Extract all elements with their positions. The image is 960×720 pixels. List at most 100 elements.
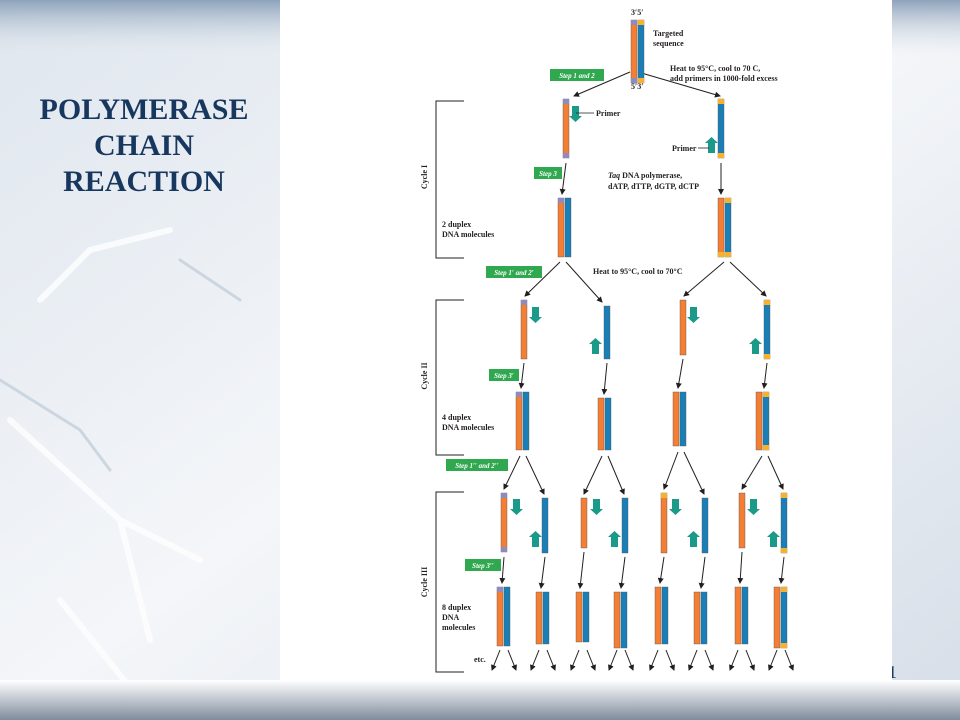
orange-strand [717, 197, 725, 258]
primer-label-right: Primer [672, 144, 697, 153]
primer-segment [781, 587, 787, 592]
targeted-sequence-label: sequence [653, 39, 684, 48]
flow-arrow [570, 649, 580, 671]
orange-strand [773, 586, 781, 649]
taq-label: Taq DNA polymerase, [608, 171, 682, 180]
orange-strand [738, 492, 746, 549]
blue-strand [763, 299, 771, 360]
flow-arrow [729, 649, 739, 671]
primer-segment [764, 354, 770, 359]
flow-arrow [507, 649, 517, 671]
flow-arrow [525, 455, 545, 495]
flow-arrow [618, 556, 626, 589]
primer-label-left: Primer [596, 109, 621, 118]
blue-strand [780, 586, 788, 649]
orange-strand [613, 591, 621, 649]
blue-strand [717, 98, 725, 159]
primer-segment [781, 643, 787, 648]
primer-segment [763, 445, 769, 450]
primer-segment [563, 99, 569, 104]
orange-strand [575, 591, 583, 643]
orange-strand [496, 586, 504, 647]
orange-strand [557, 197, 565, 258]
flow-arrow [761, 362, 768, 389]
primer-segment [631, 78, 637, 83]
duplex-8-label: molecules [442, 623, 475, 632]
primer-segment [718, 99, 724, 104]
orange-strand [580, 497, 588, 549]
flow-arrow [607, 455, 625, 495]
step-label: Step 1′ and 2′ [494, 269, 534, 277]
orange-strand [654, 586, 662, 645]
primer-arrow-down-icon [510, 499, 523, 515]
flow-arrow [573, 71, 631, 97]
primer-arrow-down-icon [569, 106, 582, 122]
blue-strand [503, 586, 511, 647]
blue-strand [621, 497, 629, 554]
primer-segment [763, 392, 769, 397]
flow-arrow [688, 649, 698, 671]
flow-arrow [524, 261, 561, 297]
step-label-box [446, 459, 508, 471]
primer-segment [501, 493, 507, 498]
cycle-bracket [435, 491, 464, 673]
orange-strand [562, 98, 570, 159]
flow-arrow [767, 455, 784, 490]
primer-segment [497, 587, 503, 592]
orange-strand [679, 299, 687, 356]
flow-arrow [559, 162, 567, 195]
flow-arrow [683, 261, 725, 297]
cycle-label: Cycle I [420, 165, 429, 189]
flow-arrow [698, 556, 706, 589]
orange-strand [535, 591, 543, 645]
duplex-2-label: 2 duplex [442, 220, 471, 229]
primer-arrow-up-icon [687, 531, 700, 547]
nucleotides-label: dATP, dTTP, dGTP, dCTP [608, 182, 699, 191]
duplex-2-label: DNA molecules [442, 230, 494, 239]
flow-arrow [737, 551, 744, 584]
orange-strand [734, 586, 742, 645]
flow-arrow [546, 649, 556, 671]
targeted-sequence-label: Targeted [653, 29, 684, 38]
primer-segment [718, 252, 724, 257]
duplex-4-label: 4 duplex [442, 413, 471, 422]
heat-instruction: add primers in 1000-fold excess [670, 74, 778, 83]
primer-arrow-down-icon [669, 499, 682, 515]
primer-segment [521, 300, 527, 305]
blue-strand [724, 197, 732, 258]
slide-title-line: POLYMERASE [39, 93, 249, 126]
primer-arrow-up-icon [529, 531, 542, 547]
primer-segment [516, 392, 522, 397]
primer-segment [725, 198, 731, 203]
taq-word: Taq [608, 171, 620, 180]
step-label: Step 3′ [494, 372, 514, 380]
heat-cool-label: Heat to 95°C, cool to 70°C [593, 267, 683, 276]
flow-arrow [683, 451, 705, 495]
flow-arrow [649, 649, 659, 671]
primer-segment [558, 198, 564, 203]
duplex-4-label: DNA molecules [442, 423, 494, 432]
flow-arrow [784, 649, 794, 671]
primer-segment [661, 493, 667, 498]
blue-strand [780, 492, 788, 554]
step-label-box [534, 167, 562, 179]
orange-strand [520, 299, 528, 360]
flow-arrow [675, 358, 684, 389]
primer-segment [781, 548, 787, 553]
blue-strand [701, 497, 709, 554]
cycle-label: Cycle III [420, 567, 429, 597]
step-label: Step 1 and 2 [559, 72, 595, 80]
end-label-bottom: 5′3′ [631, 82, 644, 91]
flow-arrow [624, 649, 634, 671]
flow-arrow [704, 649, 714, 671]
orange-strand [660, 492, 668, 554]
blue-strand [564, 197, 572, 258]
flow-arrow [729, 261, 767, 297]
orange-strand [693, 591, 701, 645]
flow-arrow [745, 649, 755, 671]
blue-strand [541, 497, 549, 554]
cycle-label: Cycle II [420, 362, 429, 389]
blue-strand [637, 19, 645, 84]
